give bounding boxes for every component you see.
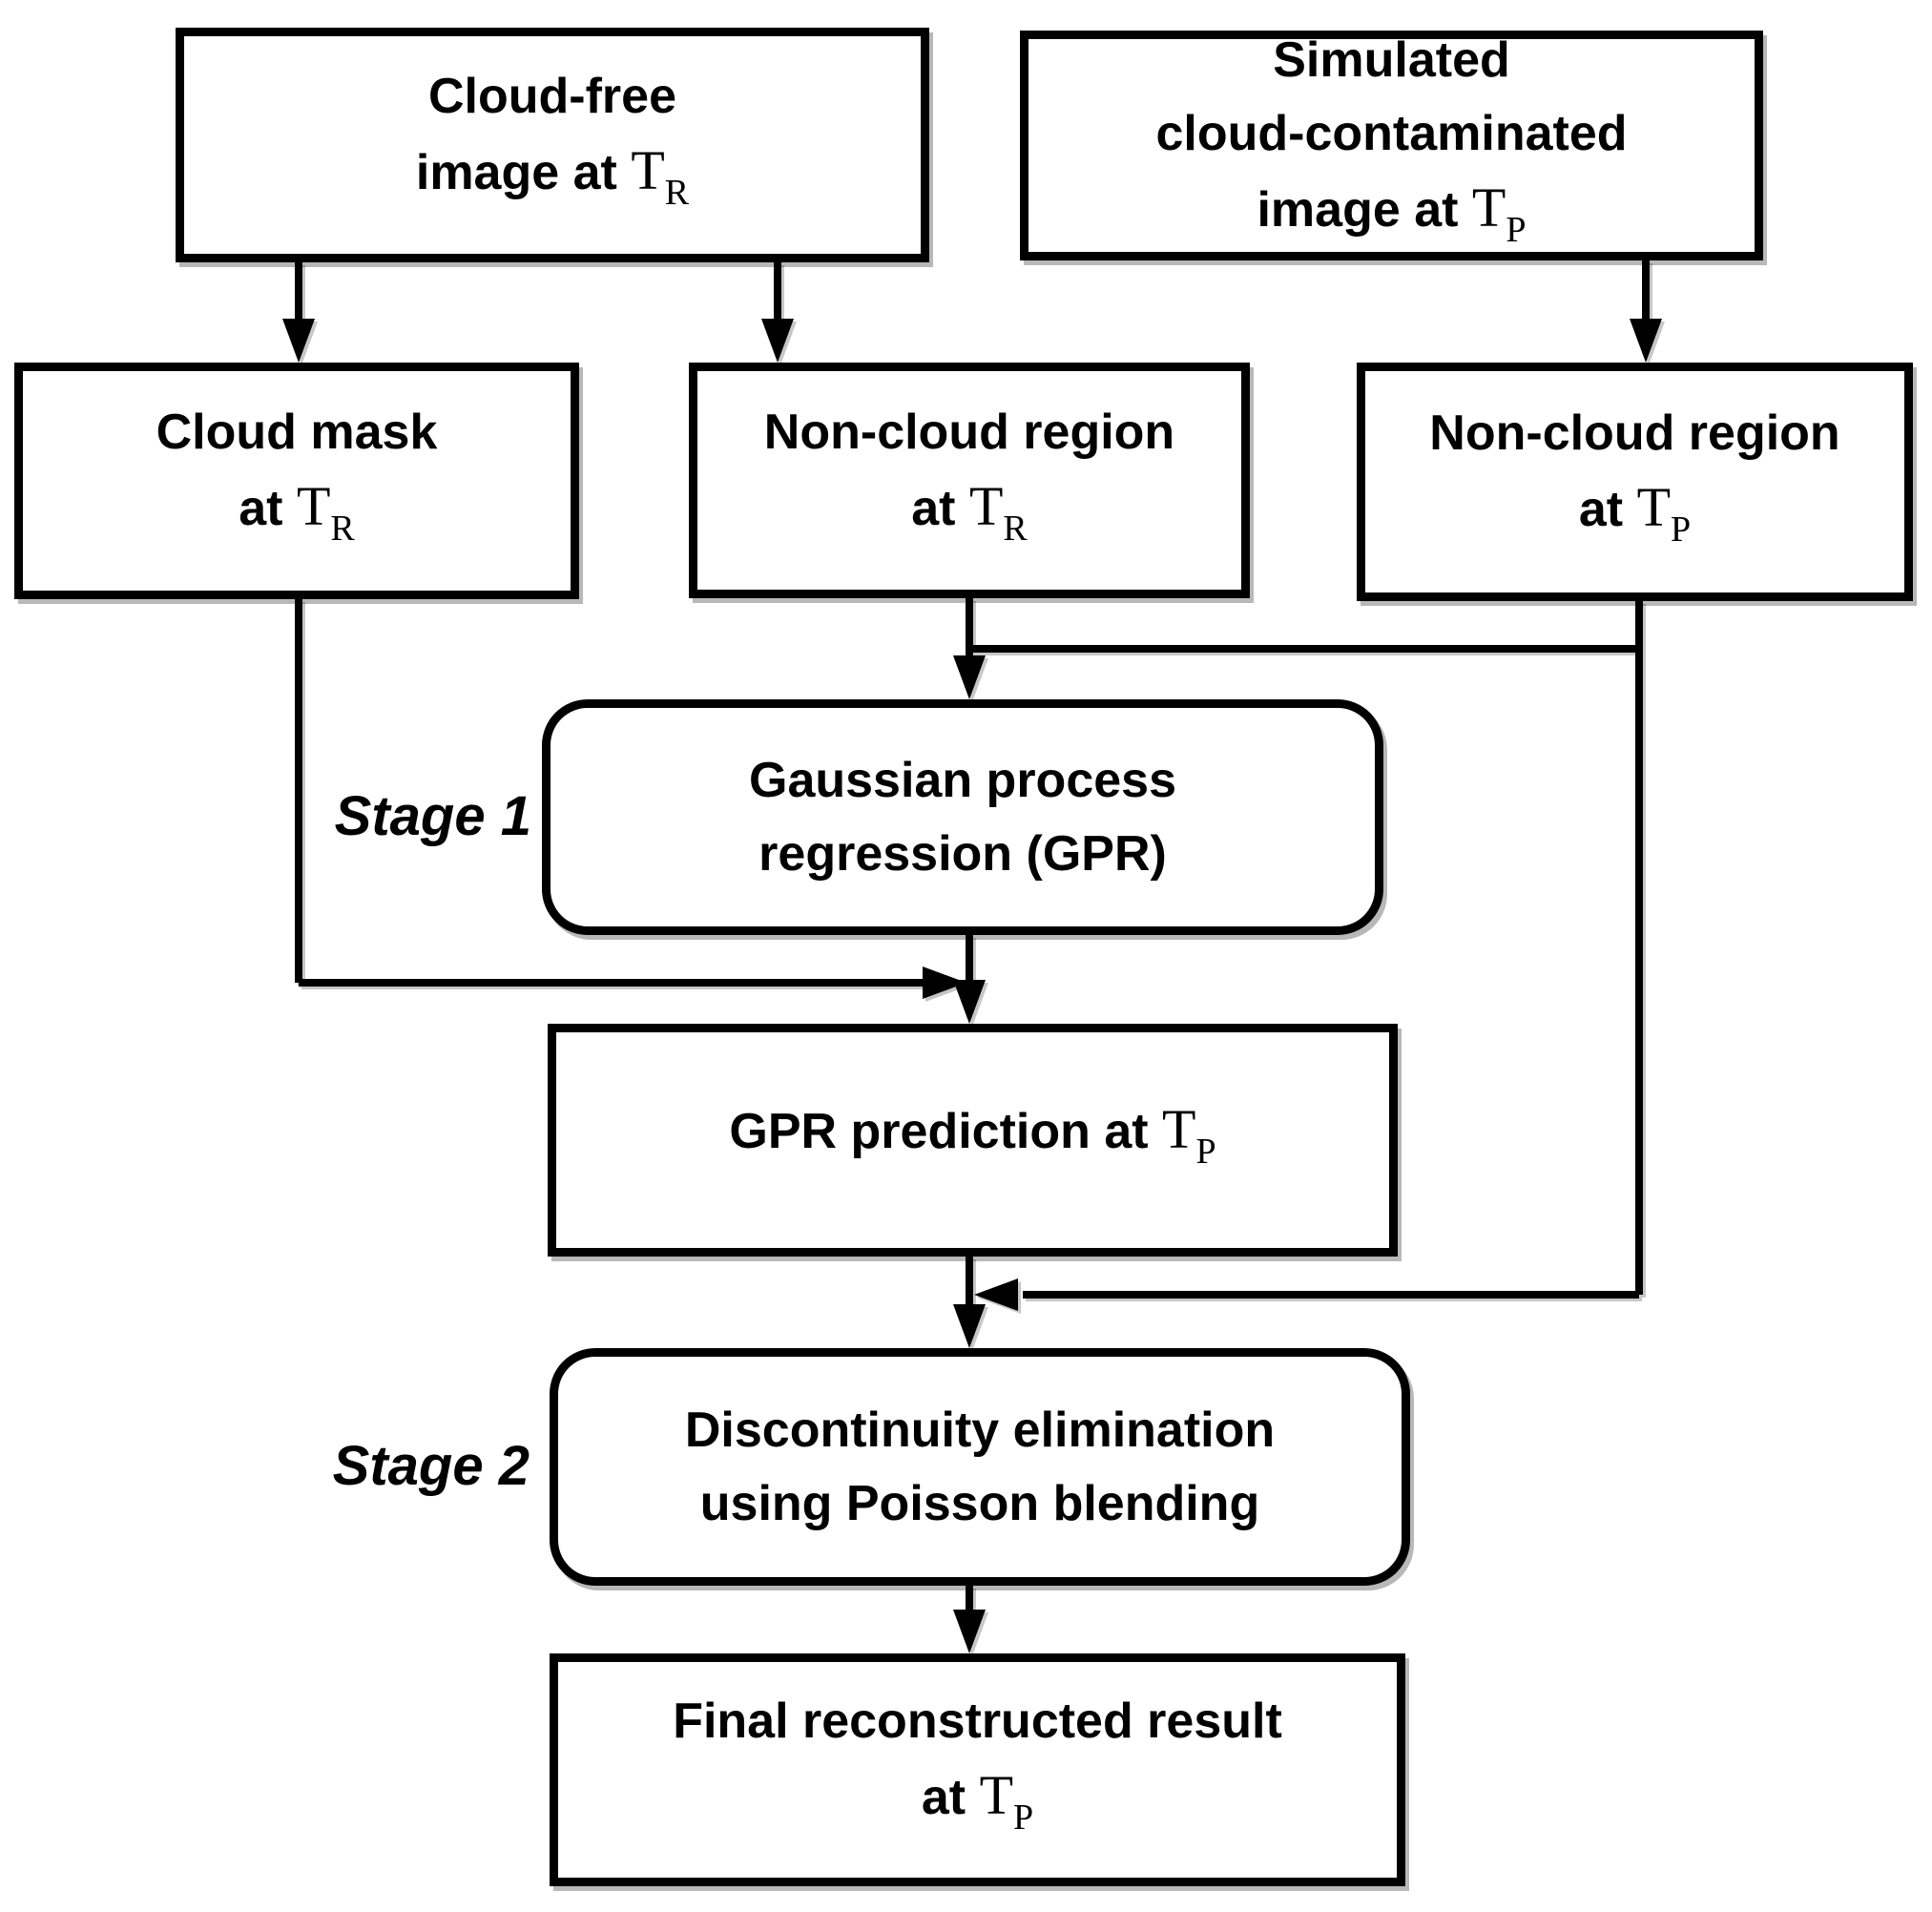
box-cloud-mask-line2: at TR bbox=[239, 475, 355, 549]
box-gpr-line2: regression (GPR) bbox=[758, 825, 1167, 882]
time-subscript: R bbox=[330, 509, 355, 549]
label-stage-2: Stage 2 bbox=[332, 1435, 530, 1497]
time-subscript: P bbox=[1195, 1131, 1216, 1172]
time-subscript: R bbox=[664, 173, 690, 213]
box-cloud-mask-line1: Cloud mask bbox=[156, 405, 438, 460]
box-simulated-line2: cloud-contaminated bbox=[1155, 106, 1628, 161]
time-symbol: T bbox=[1636, 476, 1671, 538]
box-non-cloud-region-tr-line2: at TR bbox=[911, 474, 1028, 549]
box-cloud-free-image-line2: image at TR bbox=[415, 139, 690, 213]
box-final-line2: at TP bbox=[921, 1764, 1034, 1838]
box-gpr-prediction-line1: GPR prediction at TP bbox=[729, 1097, 1216, 1172]
box-non-cloud-region-tp-line1: Non-cloud region bbox=[1429, 405, 1840, 461]
box-non-cloud-region-tr-line1: Non-cloud region bbox=[763, 404, 1175, 460]
box-cloud-mask: Cloud mask at TR bbox=[14, 363, 579, 599]
box-discontinuity-line2: using Poisson blending bbox=[699, 1475, 1260, 1531]
time-symbol: T bbox=[1471, 177, 1506, 239]
box-final-reconstructed-result: Final reconstructed result at TP bbox=[550, 1653, 1405, 1886]
box-non-cloud-region-tr: Non-cloud region at TR bbox=[689, 363, 1250, 598]
box-simulated-line1: Simulated bbox=[1273, 32, 1510, 88]
time-subscript: P bbox=[1671, 509, 1692, 550]
box-simulated-line3: image at TP bbox=[1257, 177, 1527, 250]
time-symbol: T bbox=[296, 475, 331, 537]
time-subscript: P bbox=[1013, 1798, 1034, 1838]
box-discontinuity-line1: Discontinuity elimination bbox=[684, 1402, 1276, 1458]
box-final-line1: Final reconstructed result bbox=[673, 1694, 1282, 1749]
box-simulated-cloud-contaminated-image: Simulated cloud-contaminated image at TP bbox=[1020, 31, 1763, 260]
time-subscript: P bbox=[1506, 210, 1527, 250]
box-gpr-line1: Gaussian process bbox=[749, 752, 1176, 808]
box-discontinuity-elimination: Discontinuity elimination using Poisson … bbox=[550, 1348, 1410, 1586]
label-stage-1: Stage 1 bbox=[334, 785, 531, 847]
box-cloud-free-image: Cloud-free image at TR bbox=[176, 28, 929, 262]
time-symbol: T bbox=[968, 474, 1004, 537]
time-symbol: T bbox=[979, 1764, 1013, 1826]
time-symbol: T bbox=[1162, 1097, 1196, 1160]
box-gaussian-process-regression: Gaussian process regression (GPR) bbox=[542, 699, 1383, 935]
box-gpr-prediction: GPR prediction at TP bbox=[548, 1024, 1398, 1257]
box-cloud-free-image-line1: Cloud-free bbox=[428, 69, 676, 124]
time-symbol: T bbox=[631, 139, 665, 201]
box-non-cloud-region-tp-line2: at TP bbox=[1578, 476, 1692, 550]
box-non-cloud-region-tp: Non-cloud region at TP bbox=[1357, 363, 1913, 601]
time-subscript: R bbox=[1003, 508, 1028, 549]
